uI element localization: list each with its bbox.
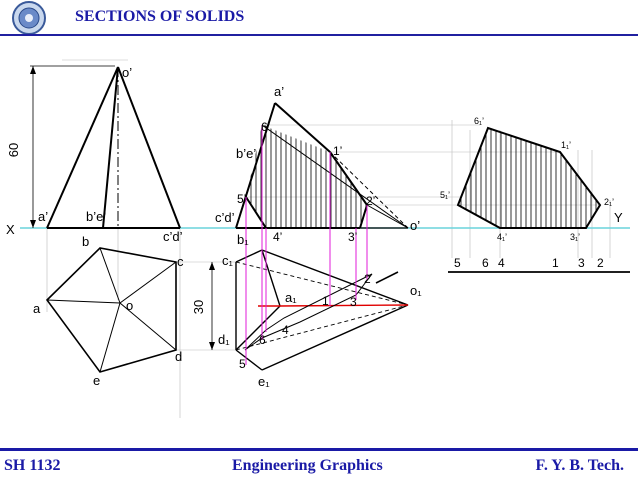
page-title: SECTIONS OF SOLIDS [75, 8, 245, 25]
projector-lines [46, 59, 611, 418]
footer-course-code: SH 1132 [4, 457, 61, 474]
dimension-30-label: 30 [191, 300, 206, 314]
label-2-1-prime: 2₁’ [604, 197, 614, 207]
top-view-pentagon [45, 247, 177, 373]
label-3-1-prime: 3₁’ [570, 232, 580, 242]
label-o: o [126, 298, 133, 313]
label-point-6: 6 [259, 333, 266, 347]
label-5-prime: 5’ [237, 192, 246, 206]
label-be-prime-tilted: b’e’ [236, 146, 256, 161]
label-b: b [82, 234, 89, 249]
row-label-6: 6 [482, 256, 489, 270]
label-point-3: 3 [350, 295, 357, 309]
label-6-prime: 6’ [261, 120, 270, 134]
label-4-prime: 4’ [273, 230, 282, 244]
label-a-prime-tilted: a’ [274, 84, 284, 99]
footer-class: F. Y. B. Tech. [535, 457, 624, 474]
footer-subject: Engineering Graphics [232, 457, 383, 474]
label-point-4: 4 [282, 323, 289, 337]
edge-be-o [261, 124, 409, 229]
label-d: d [175, 349, 182, 364]
front-view-pyramid [46, 66, 181, 229]
row-label-1: 1 [552, 256, 559, 270]
label-point-1: 1 [322, 294, 329, 308]
label-Y: Y [614, 210, 623, 225]
section-top-view [244, 273, 373, 351]
label-1-1-prime: 1₁’ [561, 140, 571, 150]
label-o-prime-tilted: o’ [410, 218, 420, 233]
label-a-prime: a’ [38, 209, 48, 224]
label-cd-prime: c’d’ [163, 229, 183, 244]
label-o1: o₁ [410, 283, 422, 298]
row-label-4: 4 [498, 256, 505, 270]
label-o-prime: o’ [122, 65, 132, 80]
label-point-5: 5 [239, 357, 246, 371]
label-2-prime: 2’ [366, 194, 375, 208]
label-a1: a₁ [285, 290, 297, 305]
tilted-top-hidden [235, 261, 409, 351]
label-point-2: 2 [364, 272, 371, 286]
cutting-line-stub [375, 271, 399, 284]
label-e: e [93, 373, 100, 388]
label-b1: b₁ [237, 232, 249, 247]
front-section-hatch [246, 125, 367, 228]
dimension-60 [30, 65, 115, 228]
row-label-3: 3 [578, 256, 585, 270]
label-5-1-prime: 5₁’ [440, 190, 450, 200]
label-4-1-prime: 4₁’ [497, 232, 507, 242]
label-3-prime: 3’ [348, 230, 357, 244]
college-seal-logo [6, 0, 52, 36]
dimension-60-label: 60 [6, 143, 21, 157]
dimension-30 [209, 262, 215, 350]
axis-a1-o1 [279, 304, 409, 307]
row-label-5: 5 [454, 256, 461, 270]
label-c: c [177, 254, 184, 269]
label-d1: d₁ [218, 332, 230, 347]
label-a: a [33, 301, 41, 316]
cutting-plane-projectors [245, 125, 368, 365]
tilted-front-view [235, 102, 368, 229]
tilted-top-view [235, 249, 409, 371]
true-section [456, 126, 602, 229]
footer-divider [0, 448, 638, 451]
edge-2-o [366, 204, 409, 229]
label-1-prime: 1’ [333, 144, 342, 158]
label-c1: c₁ [222, 253, 234, 268]
label-be-prime: b’e’ [86, 209, 106, 224]
label-6-1-prime: 6₁’ [474, 116, 484, 126]
row-label-2: 2 [597, 256, 604, 270]
label-cd-prime-tilted: c’d’ [215, 210, 235, 225]
label-e1: e₁ [258, 374, 270, 389]
label-X: X [6, 222, 15, 237]
header-divider [0, 34, 638, 36]
